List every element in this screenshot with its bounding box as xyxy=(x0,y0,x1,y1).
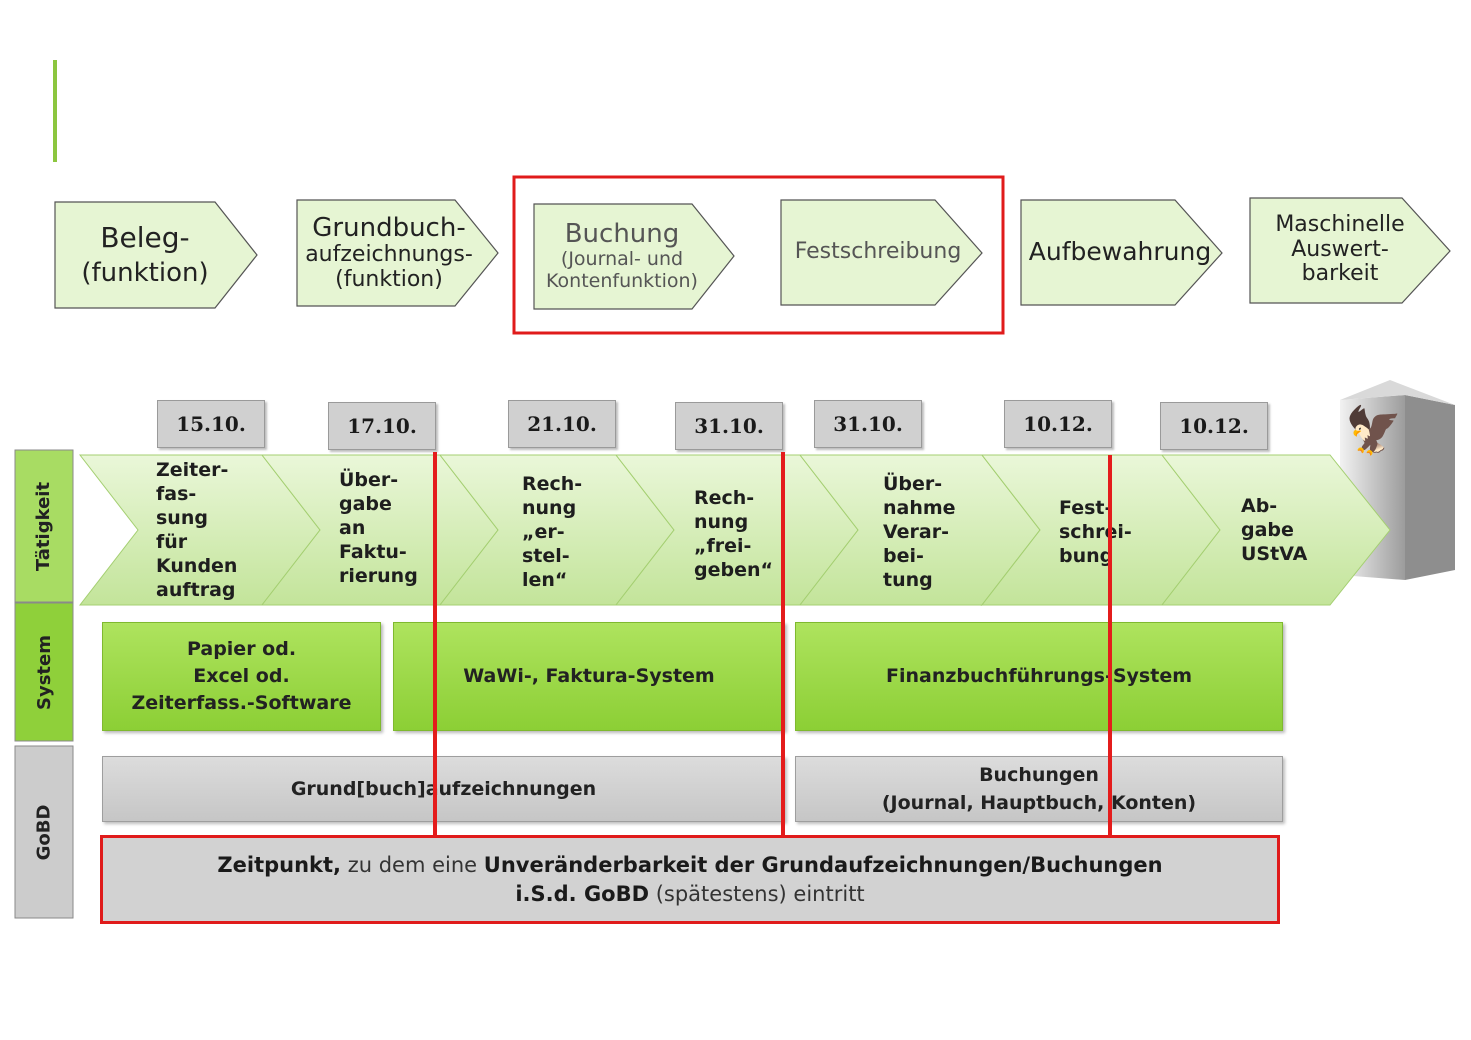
gobd-box-buchungen: Buchungen (Journal, Hauptbuch, Konten) xyxy=(795,756,1283,822)
date-1: 15.10. xyxy=(157,400,265,448)
row-label-gobd: GoBD xyxy=(15,746,73,918)
stage-beleg-line2: (funktion) xyxy=(81,258,209,289)
row-label-activity: Tätigkeit xyxy=(15,450,73,602)
eagle-icon: 🦅 xyxy=(1345,403,1403,457)
activity-6: Fest- schrei- bung xyxy=(1059,497,1132,567)
stage-grundbuch: Grundbuch- aufzeichnungs- (funktion) xyxy=(298,205,480,301)
activity-7: Ab- gabe UStVA xyxy=(1241,495,1308,565)
stage-festschreibung-line1: Festschreibung xyxy=(794,238,962,264)
stage-grundbuch-line3: (funktion) xyxy=(335,266,443,292)
system-box-2: WaWi-, Faktura-System xyxy=(393,622,785,731)
stage-buchung-line1: Buchung xyxy=(564,219,680,250)
row-label-system-box xyxy=(14,602,74,742)
highlight-frame xyxy=(512,175,1005,335)
stage-buchung-line2: (Journal- und xyxy=(560,248,684,271)
system-box-1: Papier od. Excel od. Zeiterfass.-Softwar… xyxy=(102,622,381,731)
system-box-3-line1: Finanzbuchführungs-System xyxy=(885,665,1193,687)
activity-2: Über- gabe an Faktu- rierung xyxy=(339,469,418,587)
stage-beleg: Beleg- (funktion) xyxy=(60,205,230,305)
gobd-box-1-line1: Grund[buch]aufzeichnungen xyxy=(290,778,597,800)
stage-grundbuch-line2: aufzeichnungs- xyxy=(305,241,473,267)
stage-buchung: Buchung (Journal- und Kontenfunktion) xyxy=(536,207,708,305)
immutability-note-line1: Zeitpunkt, zu dem eine Unveränderbarkeit… xyxy=(103,851,1277,880)
row-label-activity-box xyxy=(14,449,74,603)
date-6: 10.12. xyxy=(1004,400,1112,448)
date-3: 21.10. xyxy=(508,400,616,448)
accent-bar xyxy=(53,60,57,162)
building-top xyxy=(1340,380,1455,405)
marker-line-1 xyxy=(433,452,437,837)
stage-auswertbarkeit: Maschinelle Auswert- barkeit xyxy=(1252,200,1428,300)
activity-1: Zeiter- fas- sung für Kunden auftrag xyxy=(156,459,238,601)
system-box-1-line1: Papier od. xyxy=(186,638,297,660)
gobd-box-2-line1: Buchungen xyxy=(979,764,1099,786)
date-4: 31.10. xyxy=(675,402,783,450)
date-5: 31.10. xyxy=(814,400,922,448)
stage-grundbuch-shape xyxy=(296,199,499,307)
stage-grundbuch-line1: Grundbuch- xyxy=(312,212,466,243)
system-box-3: Finanzbuchführungs-System xyxy=(795,622,1283,731)
gobd-box-2-line2: (Journal, Hauptbuch, Konten) xyxy=(881,792,1197,814)
activity-5: Über- nahme Verar- bei- tung xyxy=(883,473,956,591)
building-side xyxy=(1405,395,1455,580)
stage-beleg-shape xyxy=(54,201,258,309)
stage-auswertbarkeit-line2: Auswert- xyxy=(1291,236,1389,262)
stage-aufbewahrung-shape xyxy=(1020,199,1223,306)
system-box-2-line1: WaWi-, Faktura-System xyxy=(463,665,715,687)
row-label-system-text: System xyxy=(33,634,55,710)
activity-3: Rech- nung „er- stel- len“ xyxy=(522,473,583,591)
row-label-system: System xyxy=(15,603,73,741)
marker-line-2 xyxy=(781,452,785,837)
system-box-1-line3: Zeiterfass.-Software xyxy=(131,692,352,714)
stage-festschreibung-shape xyxy=(780,199,983,306)
gobd-box-grundaufzeichnungen: Grund[buch]aufzeichnungen xyxy=(102,756,785,822)
date-7: 10.12. xyxy=(1160,402,1268,450)
stage-aufbewahrung: Aufbewahrung xyxy=(1022,202,1218,302)
immutability-note-line2: i.S.d. GoBD (spätestens) eintritt xyxy=(103,880,1277,909)
stage-auswertbarkeit-line1: Maschinelle xyxy=(1275,212,1405,238)
stage-auswertbarkeit-line3: barkeit xyxy=(1301,261,1379,287)
immutability-note: Zeitpunkt, zu dem eine Unveränderbarkeit… xyxy=(100,835,1280,924)
row-label-activity-text: Tätigkeit xyxy=(33,481,55,571)
note-bold-1: Zeitpunkt, xyxy=(217,852,342,877)
note-text-1: zu dem eine xyxy=(341,852,484,877)
row-label-gobd-text: GoBD xyxy=(33,804,55,860)
marker-line-3 xyxy=(1108,455,1112,837)
note-bold-2: Unveränderbarkeit der Grundaufzeichnunge… xyxy=(483,852,1163,877)
system-box-1-line2: Excel od. xyxy=(193,665,290,687)
note-text-2: (spätestens) eintritt xyxy=(649,881,865,906)
stage-auswertbarkeit-shape xyxy=(1249,197,1451,304)
stage-beleg-line1: Beleg- xyxy=(100,220,190,254)
activity-chevron-7 xyxy=(1160,454,1391,606)
activity-4: Rech- nung „frei- geben“ xyxy=(694,487,773,581)
note-bold-3: i.S.d. GoBD xyxy=(515,881,650,906)
stage-aufbewahrung-line1: Aufbewahrung xyxy=(1028,237,1212,266)
date-2: 17.10. xyxy=(328,402,436,450)
row-label-gobd-box xyxy=(14,745,74,919)
stage-festschreibung: Festschreibung xyxy=(782,202,974,302)
stage-buchung-shape xyxy=(533,203,735,310)
stage-buchung-line3: Kontenfunktion) xyxy=(546,269,698,292)
